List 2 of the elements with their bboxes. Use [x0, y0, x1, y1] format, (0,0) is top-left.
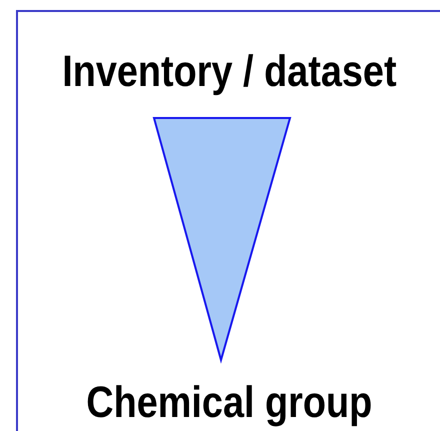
- caption: Chemical group: [86, 378, 372, 428]
- heading: Inventory / dataset: [62, 47, 396, 97]
